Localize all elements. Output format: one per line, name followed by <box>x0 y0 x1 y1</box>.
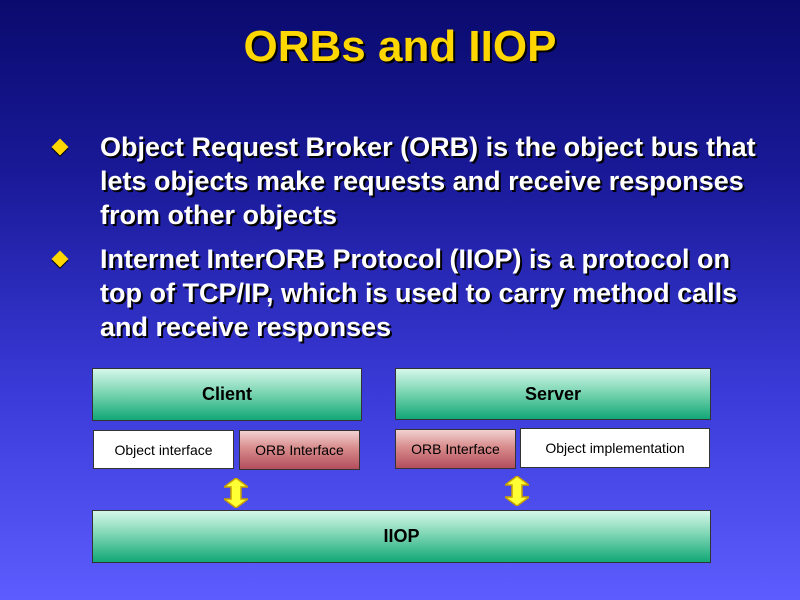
diamond-bullet-icon <box>51 250 69 268</box>
client-label: Client <box>201 384 252 404</box>
bullet-list: Object Request Broker (ORB) is the objec… <box>48 130 758 344</box>
bullet-item-iiop: Internet InterORB Protocol (IIOP) is a p… <box>48 242 758 344</box>
client-box: Client <box>92 368 362 421</box>
orb-interface-server-box: ORB Interface <box>395 429 516 469</box>
server-box: Server <box>395 368 711 420</box>
double-arrow-icon <box>505 476 529 506</box>
iiop-box: IIOP <box>92 510 711 563</box>
slide-title: ORBs and IIOP <box>243 22 557 71</box>
orb-interface-client-label: ORB Interface <box>255 442 344 458</box>
orb-interface-client-box: ORB Interface <box>239 430 360 470</box>
object-interface-box: Object interface <box>93 430 234 469</box>
bullet-text-orb: Object Request Broker (ORB) is the objec… <box>100 132 756 230</box>
object-implementation-box: Object implementation <box>520 428 710 468</box>
iiop-label: IIOP <box>383 526 420 546</box>
object-interface-label: Object interface <box>114 441 213 458</box>
diamond-bullet-icon <box>51 138 69 156</box>
bullet-item-orb: Object Request Broker (ORB) is the objec… <box>48 130 758 232</box>
double-arrow-icon <box>224 478 248 508</box>
bullet-text-iiop: Internet InterORB Protocol (IIOP) is a p… <box>100 244 738 342</box>
object-implementation-label: Object implementation <box>545 440 685 456</box>
server-label: Server <box>524 383 582 404</box>
orb-interface-server-label: ORB Interface <box>411 441 500 457</box>
